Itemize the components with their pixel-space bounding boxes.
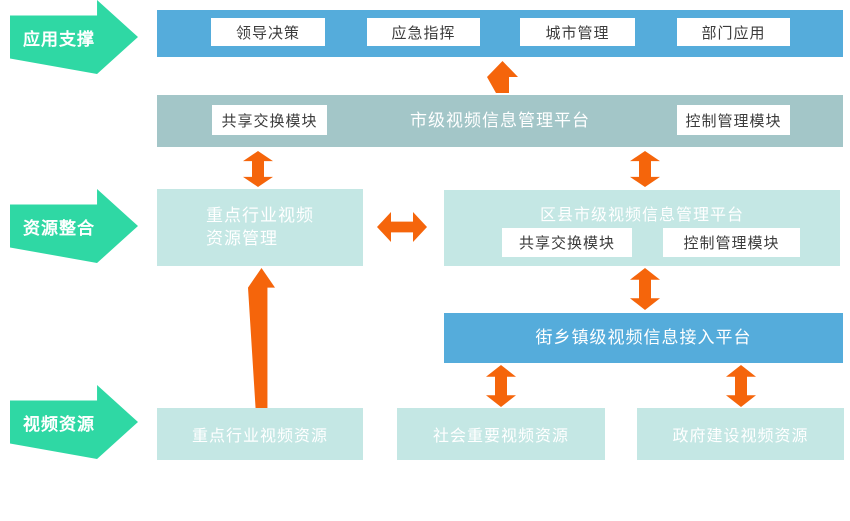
module-box-control-management: 控制管理模块	[663, 228, 800, 257]
module-box-share-exchange: 共享交换模块	[502, 228, 632, 257]
double-arrow-vertical-icon	[726, 365, 756, 407]
up-arrow-icon	[487, 61, 518, 93]
stage-label: 应用支撑	[23, 29, 95, 50]
stage-label: 资源整合	[23, 218, 95, 239]
double-arrow-vertical-icon	[486, 365, 516, 407]
application-item-label: 城市管理	[545, 23, 610, 42]
application-item-box: 城市管理	[520, 18, 635, 46]
resource-label: 社会重要视频资源	[432, 426, 569, 445]
resource-box-government: 政府建设视频资源	[637, 408, 844, 460]
district-platform-box: 区县市级视频信息管理平台 共享交换模块 控制管理模块	[444, 190, 840, 266]
stage-arrow-resource-integration: 资源整合	[10, 189, 138, 263]
resource-box-industry: 重点行业视频资源	[157, 408, 363, 460]
application-item-box: 应急指挥	[367, 18, 480, 46]
application-item-label: 领导决策	[235, 23, 300, 42]
application-item-box: 部门应用	[677, 18, 790, 46]
double-arrow-horizontal-icon	[377, 212, 427, 242]
stage-arrow-application-support: 应用支撑	[10, 0, 138, 74]
city-platform-bar: 市级视频信息管理平台 共享交换模块 控制管理模块	[157, 95, 843, 147]
township-platform-bar: 街乡镇级视频信息接入平台	[444, 313, 843, 363]
city-platform-title: 市级视频信息管理平台	[410, 111, 590, 131]
industry-management-line1: 重点行业视频	[206, 205, 314, 226]
double-arrow-vertical-icon	[243, 151, 273, 187]
module-label: 控制管理模块	[683, 234, 780, 252]
resource-label: 政府建设视频资源	[672, 426, 809, 445]
resource-label: 重点行业视频资源	[191, 426, 328, 445]
double-arrow-vertical-icon	[630, 151, 660, 187]
township-platform-title: 街乡镇级视频信息接入平台	[535, 328, 752, 348]
application-item-box: 领导决策	[211, 18, 325, 46]
application-bar: 领导决策 应急指挥 城市管理 部门应用	[157, 10, 843, 57]
application-item-label: 应急指挥	[391, 23, 456, 42]
module-label: 控制管理模块	[685, 111, 782, 130]
resource-box-society: 社会重要视频资源	[397, 408, 605, 460]
stage-label: 视频资源	[23, 414, 95, 435]
module-box-control-management: 控制管理模块	[677, 105, 790, 135]
stage-arrow-video-resources: 视频资源	[10, 385, 138, 459]
double-arrow-vertical-icon	[630, 268, 660, 310]
industry-management-box: 重点行业视频 资源管理	[157, 189, 363, 266]
district-platform-title: 区县市级视频信息管理平台	[539, 205, 744, 224]
module-label: 共享交换模块	[221, 111, 318, 130]
industry-management-line2: 资源管理	[206, 228, 278, 249]
application-item-label: 部门应用	[701, 23, 766, 42]
long-up-arrow-icon	[248, 268, 275, 408]
module-label: 共享交换模块	[518, 234, 615, 252]
module-box-share-exchange: 共享交换模块	[212, 105, 327, 135]
